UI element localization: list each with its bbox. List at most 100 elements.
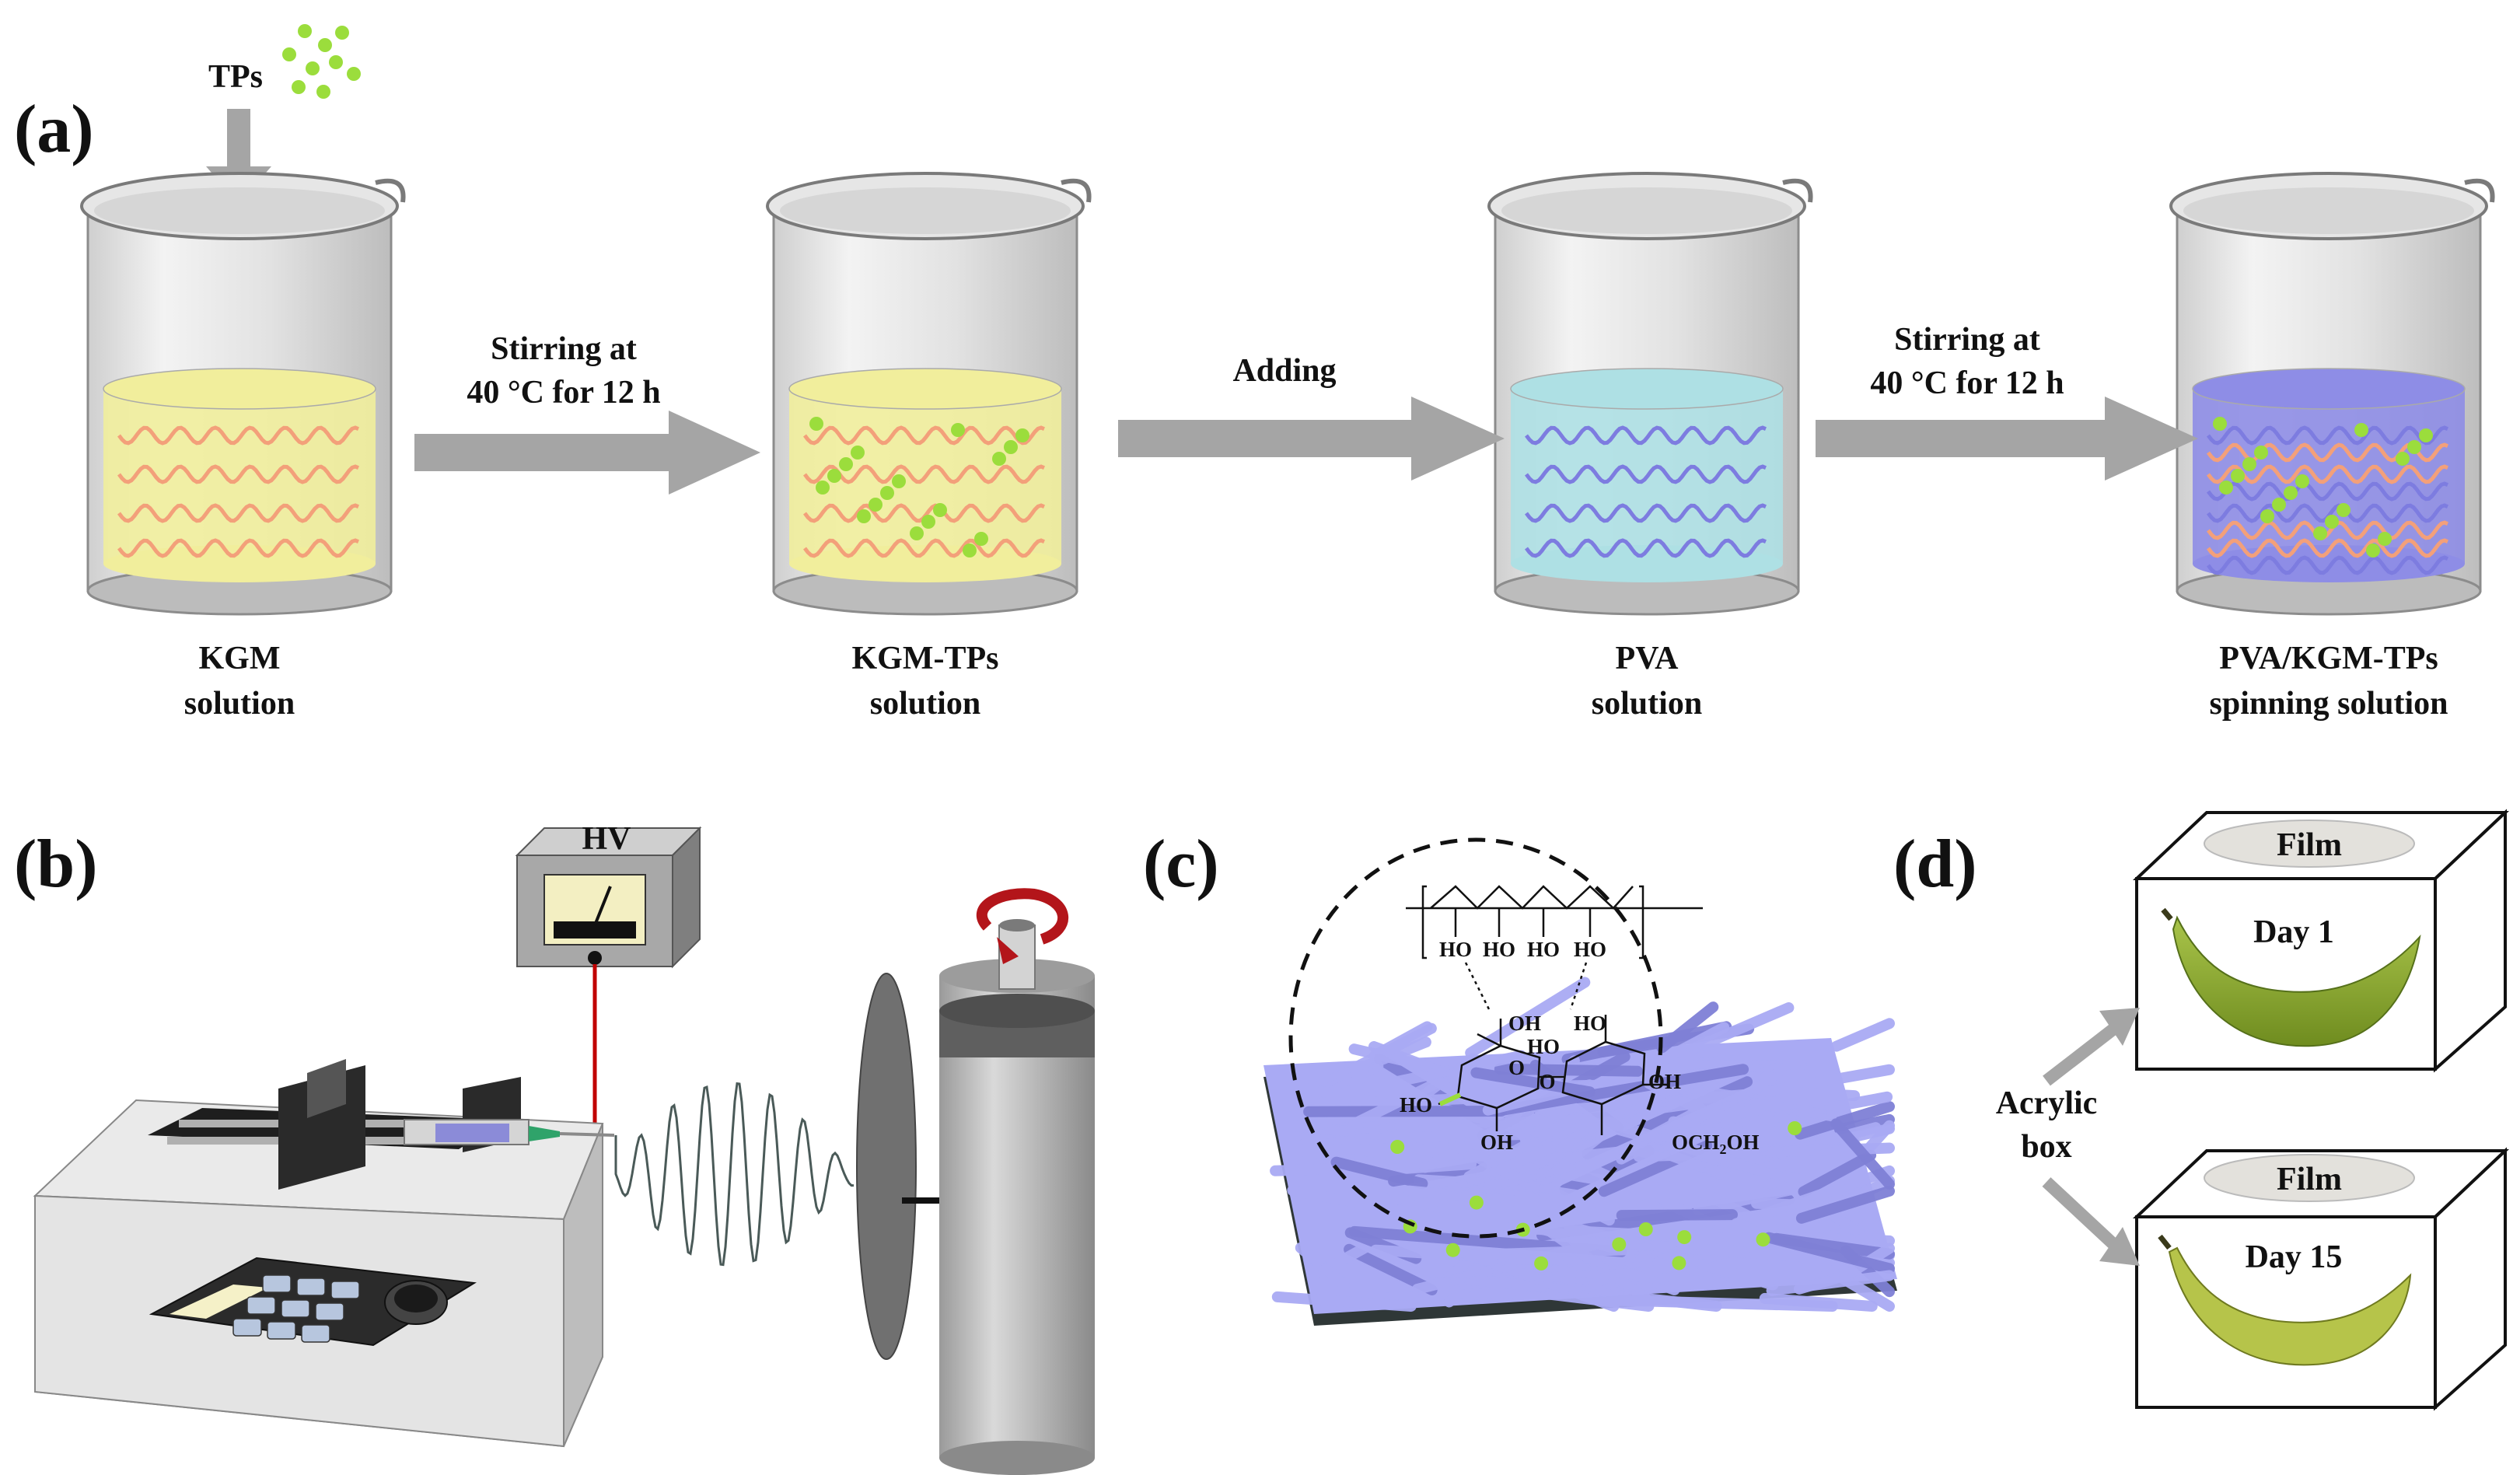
banana-day-1 [2172, 915, 2421, 1047]
tps-particle [1015, 428, 1029, 442]
nanofiber [1766, 1270, 1895, 1296]
panel-c: (c) HO HO HO HO [1143, 827, 1897, 1326]
beaker-spout [1061, 178, 1092, 203]
tps-particle [2325, 515, 2339, 529]
tps-particle [2337, 503, 2350, 517]
pump-control-panel [149, 1257, 477, 1347]
tps-particle [992, 452, 1006, 466]
tps-particle [2354, 423, 2368, 437]
tps-particle [1788, 1121, 1802, 1135]
beaker-group [80, 172, 2495, 616]
beaker-4-caption-line1: PVA/KGM-TPs [2219, 641, 2438, 676]
pump-display [170, 1285, 268, 1319]
nanofiber [1336, 1075, 1446, 1136]
beaker-4-caption-line2: spinning solution [2209, 686, 2448, 722]
polymer-chain [2207, 520, 2448, 540]
process-arrow-3 [1816, 397, 2198, 481]
polymer-chain [117, 503, 359, 523]
nanofiber [1330, 1156, 1428, 1190]
beaker-2-caption-line2: solution [870, 686, 980, 722]
tps-particle [2295, 474, 2309, 488]
tps-particle [1612, 1237, 1627, 1252]
film-1 [2204, 820, 2415, 868]
nanofiber [1311, 1022, 1437, 1093]
tps-particle [933, 503, 947, 517]
beaker-opening [780, 187, 1071, 234]
film-2 [2204, 1154, 2415, 1202]
tps-particle [2284, 486, 2298, 500]
nanofiber [1661, 1168, 1795, 1243]
tps-particle [851, 446, 865, 460]
chem-ho-2: HO [1483, 938, 1515, 961]
panel-d: (d) Film Day 1 Film Day 15 Acrylic box [1893, 809, 2510, 1411]
nanofiber [1411, 1237, 1608, 1295]
polymer-chain [1525, 425, 1767, 446]
tps-particle [2260, 509, 2274, 523]
nanofiber [1419, 1108, 1535, 1173]
nanofiber [1271, 1291, 1417, 1312]
banana-1-stem [2161, 907, 2173, 921]
chem-ho-5: HO [1527, 1035, 1560, 1058]
hydrogen-bonds [1464, 962, 1588, 1010]
banana-2-stem [2158, 1234, 2172, 1250]
beaker-liquid-surface [2192, 368, 2466, 410]
chem-ho-4: HO [1574, 938, 1606, 961]
tps-particle [1469, 1195, 1484, 1210]
pva-structure [1406, 885, 1703, 959]
tps-particle [2272, 498, 2286, 512]
polymer-chain [2207, 538, 2448, 558]
step-3-line1: Stirring at [1894, 322, 2040, 358]
film-2-label: Film [2277, 1162, 2342, 1197]
step-3-line2: 40 °C for 12 h [1870, 365, 2064, 401]
syringe-tip [529, 1126, 560, 1141]
beaker-1-caption-line1: KGM [199, 641, 281, 676]
beaker-spout [2464, 178, 2495, 203]
nanofiber [1830, 1118, 1895, 1190]
nanofiber [1759, 1292, 1878, 1312]
beaker-2-caption-line1: KGM-TPs [852, 641, 999, 676]
syringe-solution [435, 1124, 509, 1142]
nanofiber [1833, 1113, 1895, 1135]
tps-particle [2407, 440, 2421, 454]
beaker-3 [1487, 172, 1813, 616]
tps-particle [816, 481, 830, 495]
nanofiber [1470, 1067, 1596, 1098]
nanofiber [1587, 1094, 1725, 1124]
tps-particle [2242, 457, 2256, 471]
acrylic-label-line2: box [2021, 1129, 2071, 1165]
pump-keypad [232, 1274, 360, 1343]
panel-a: (a) TPs Stirring at [14, 24, 2495, 722]
nanofiber [1561, 1021, 1732, 1065]
chem-o-2: O [1539, 1070, 1555, 1093]
nanofiber [1686, 1002, 1795, 1055]
syringe-needle [559, 1132, 615, 1137]
nanofiber [1303, 1106, 1507, 1117]
nanofiber [1635, 1022, 1730, 1077]
tps-particle [2219, 481, 2233, 495]
nanofiber [1831, 1018, 1895, 1052]
nanofiber [1499, 1064, 1749, 1116]
nanofiber [1547, 1141, 1674, 1165]
polymer-chain [117, 464, 359, 484]
tps-particle [2396, 452, 2410, 466]
nanofiber [1763, 1232, 1895, 1274]
beaker-opening [1501, 187, 1792, 234]
chem-ho-1: HO [1439, 938, 1472, 961]
beaker-1-caption-line2: solution [184, 686, 295, 722]
tps-particle [1677, 1230, 1692, 1245]
nanofiber [1730, 1165, 1895, 1229]
nanofiber [1798, 1149, 1877, 1197]
rotation-arrow [976, 888, 1068, 945]
chem-ho-6: HO [1400, 1093, 1432, 1117]
process-arrow-1 [414, 411, 760, 495]
zoom-circle [1288, 837, 1663, 1239]
tps-particle [1672, 1256, 1686, 1271]
collector [856, 888, 1095, 1475]
beaker-3-caption-line1: PVA [1616, 641, 1679, 676]
tps-dots [282, 24, 361, 99]
beaker-spout [1782, 178, 1813, 203]
tps-particle [951, 423, 965, 437]
kgm-tps-bond [1438, 1092, 1462, 1106]
acrylic-label-line1: Acrylic [1996, 1085, 2098, 1121]
